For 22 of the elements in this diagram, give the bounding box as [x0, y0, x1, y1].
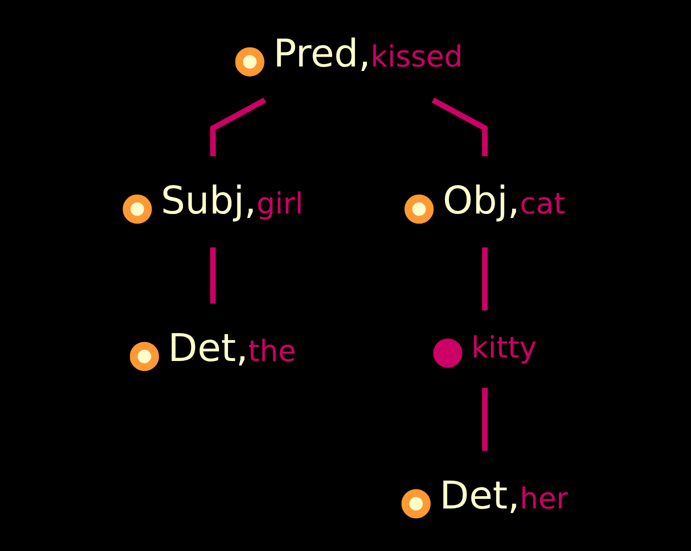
node-label: cat [520, 188, 566, 222]
node-label: Det, [440, 473, 520, 518]
node-circle [235, 46, 264, 76]
tree-branch-line [210, 98, 266, 156]
junction-dot [433, 338, 462, 368]
tree-branch-line [482, 247, 488, 310]
tree-branch-line [482, 388, 488, 451]
node-label: kissed [370, 40, 463, 74]
node-circle [401, 488, 431, 518]
node-circle [130, 341, 160, 371]
node-label: Obj, [442, 178, 520, 224]
node-label: Pred, [273, 31, 371, 76]
node-label: kitty [471, 332, 537, 366]
tree-branch-line [432, 98, 488, 156]
node-label: girl [256, 188, 304, 222]
node-circle [122, 194, 152, 224]
node-circle [404, 194, 434, 224]
node-label: Det, [168, 326, 248, 372]
tree-branch-line [210, 247, 216, 304]
node-label: the [248, 335, 296, 369]
node-label: Subj, [160, 178, 256, 224]
node-label: her [520, 482, 568, 516]
